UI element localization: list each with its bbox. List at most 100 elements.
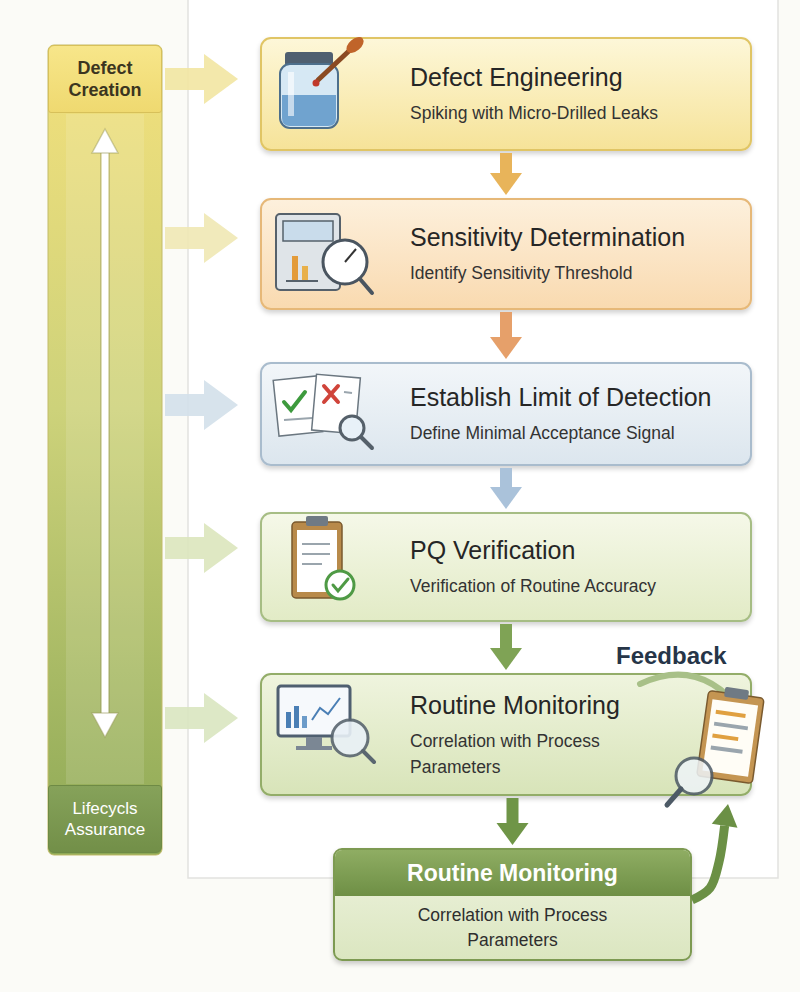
document-line [344,392,352,393]
step-description: Define Minimal Acceptance Signal [410,420,732,446]
connector-line [500,468,512,487]
edge-label: Feedback [616,642,727,670]
band-label: Lifecycls Assurance [53,798,157,840]
chart-bar [294,706,299,728]
connector-line [500,312,512,337]
final-description: Correlation with Process Parameters [335,896,690,959]
drop [313,80,320,87]
band-arrow [165,523,238,573]
documents-icon [273,374,372,448]
clipboard-line [302,563,322,565]
tester-base [286,280,318,282]
step-description: Correlation with Process Parameters [410,728,658,780]
connector [92,129,118,737]
step-description: Spiking with Micro-Drilled Leaks [410,100,732,126]
report-paper [702,699,758,777]
step-description: Identify Sensitivity Threshold [410,260,732,286]
monitor-screen [278,686,350,736]
connector [490,468,522,509]
step-title: Establish Limit of Detection [410,382,732,412]
arrow-head [490,487,522,509]
jar-liquid [282,95,336,126]
clipboard-icon [292,516,354,599]
report-line [711,745,743,753]
arrow-head [92,129,118,153]
step-title: Routine Monitoring [410,690,658,720]
step-box: Establish Limit of DetectionDefine Minim… [260,362,752,466]
connector-line [500,153,512,173]
feedback-arc [640,675,742,712]
step-description: Verification of Routine Accuracy [410,573,732,599]
magnifier-handle [667,789,681,805]
connector [165,54,238,104]
report-line [716,710,746,718]
check-mark [333,579,348,591]
arrow-head [490,648,522,670]
arrow-head [204,54,238,104]
clipboard-board [292,522,342,598]
band-head-box: Defect Creation [48,45,162,113]
connector-line [507,798,519,823]
tester-icon [276,214,372,293]
report-line [714,722,748,731]
step-box: Defect EngineeringSpiking with Micro-Dri… [260,37,752,151]
connector [692,804,737,900]
arrow-head [497,823,529,845]
report-board [697,691,764,784]
check-badge [326,571,354,599]
jar-icon [280,34,367,128]
jar-body [280,64,338,128]
report-icon [697,685,765,784]
chart-line [312,698,340,720]
step-box: Sensitivity DeterminationIdentify Sensit… [260,198,752,310]
connector-line [500,624,512,648]
cross-mark [324,386,338,402]
connector [497,798,529,845]
background-panel [188,0,778,878]
band-highlight [66,114,144,784]
clipboard-paper [297,530,337,592]
tester-body [276,214,340,290]
connector [490,624,522,670]
arrow-head [490,173,522,195]
connector-halo [100,153,110,713]
arrow-head [490,337,522,359]
band-label: Defect Creation [53,57,157,101]
monitor-base [296,746,332,750]
final-title: Routine Monitoring [335,850,690,896]
arrow-head [712,804,738,828]
dropper [318,50,350,80]
report-clip [724,687,749,700]
step-title: Sensitivity Determination [410,222,732,252]
magnifier-handle [361,437,372,448]
tester-bar [292,256,298,280]
report-line [712,734,738,742]
dropper-bulb [343,34,366,56]
step-box: Routine MonitoringCorrelation with Proce… [260,673,752,796]
magnifier [332,720,368,756]
connector-line [165,68,204,90]
check-mark [284,392,305,410]
clipboard-clip [306,516,328,526]
chart-bar [302,716,307,728]
band-arrow [165,213,238,263]
connector [490,153,522,195]
document [312,374,361,434]
band-arrow [165,693,238,743]
document [273,376,323,436]
magnifier-handle [363,751,374,762]
step-title: Defect Engineering [410,62,732,92]
arrow-head [92,713,118,737]
magnifier [340,416,364,440]
gauge [323,240,367,284]
lifecycle-band [48,45,162,855]
chart-bar [286,712,291,728]
tester-bar [302,266,308,280]
connector [490,312,522,359]
clipboard-line [302,553,330,555]
monitor-stand [306,737,322,746]
band-foot-box: Lifecycls Assurance [48,785,162,853]
magnifier [676,758,712,794]
band-arrow [165,380,238,430]
